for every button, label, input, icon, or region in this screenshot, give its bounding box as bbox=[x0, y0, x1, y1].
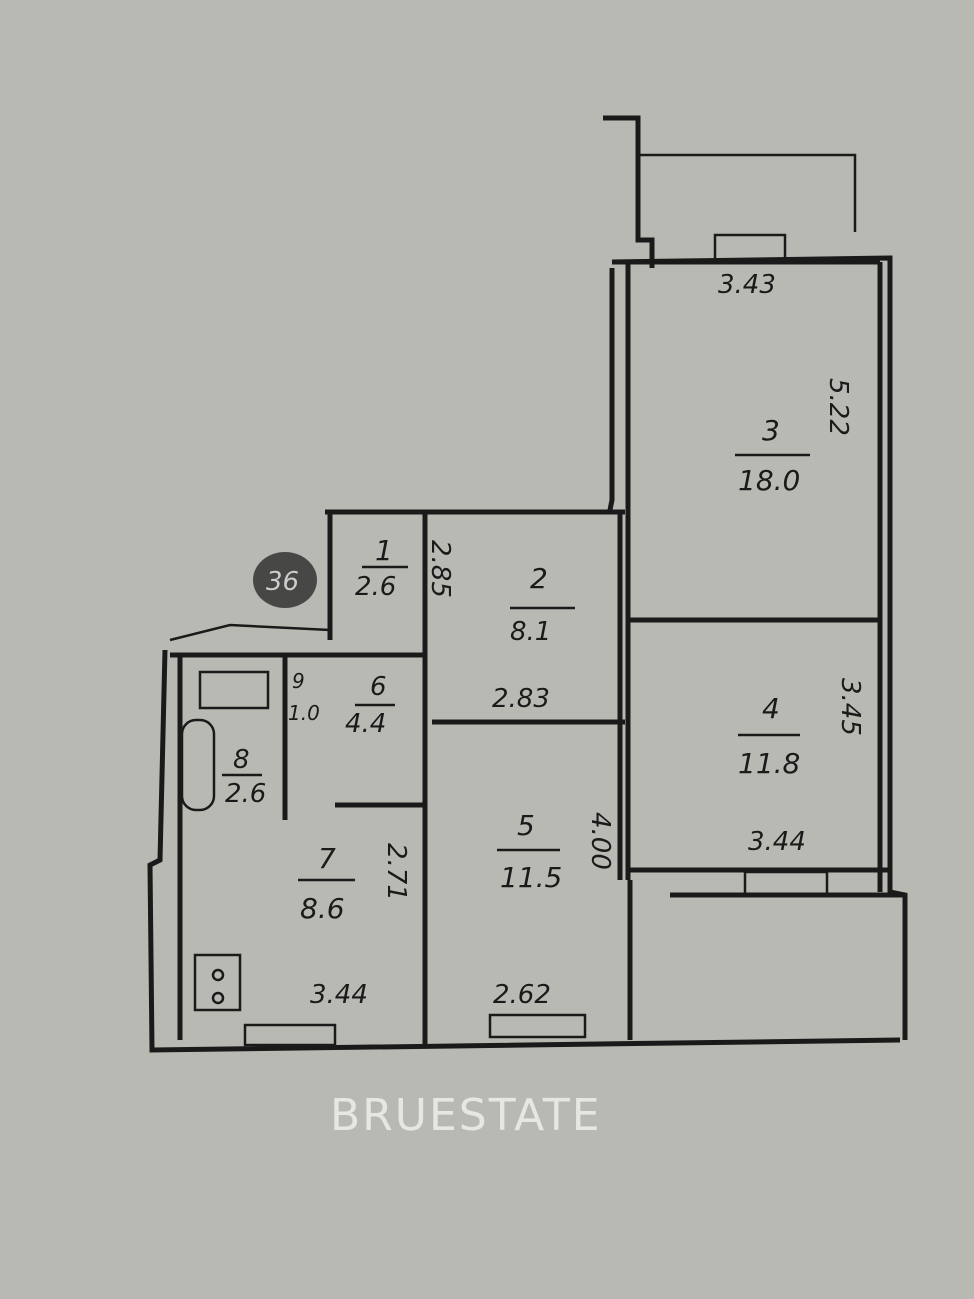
room-7: 7 8.6 3.44 2.71 bbox=[298, 842, 411, 1010]
room-number: 8 bbox=[233, 745, 250, 775]
room-6: 6 4.4 bbox=[345, 672, 395, 739]
room-length: 4.00 bbox=[585, 812, 615, 870]
room-area: 11.5 bbox=[500, 861, 562, 894]
room-area: 18.0 bbox=[738, 464, 800, 497]
bathtub bbox=[180, 718, 216, 812]
room-length: 2.71 bbox=[381, 843, 411, 901]
room-number: 4 bbox=[762, 692, 780, 725]
stamp-number: 36 bbox=[266, 567, 299, 597]
stove bbox=[193, 953, 242, 1012]
room-number: 3 bbox=[762, 414, 780, 447]
room-width: 3.44 bbox=[310, 980, 368, 1010]
room-number: 6 bbox=[370, 672, 387, 702]
room-area: 2.6 bbox=[355, 572, 396, 602]
sink bbox=[198, 670, 270, 710]
room-area: 1.0 bbox=[288, 701, 320, 725]
stamp: 36 bbox=[253, 552, 317, 608]
watermark: BRUESTATE bbox=[330, 1090, 602, 1141]
room-8: 8 2.6 bbox=[222, 745, 266, 809]
room-4: 4 11.8 3.44 3.45 bbox=[738, 678, 865, 857]
room-area: 8.1 bbox=[510, 617, 551, 647]
room-area: 8.6 bbox=[300, 892, 345, 925]
room-area: 4.4 bbox=[345, 709, 386, 739]
room-number: 2 bbox=[530, 562, 548, 595]
room-length: 2.85 bbox=[425, 540, 455, 598]
room-number: 5 bbox=[517, 809, 535, 842]
room-1: 1 2.6 bbox=[355, 534, 408, 602]
room-number: 9 bbox=[292, 669, 305, 693]
room-number: 1 bbox=[375, 534, 393, 567]
room-9: 9 1.0 bbox=[288, 669, 320, 725]
room-number: 7 bbox=[318, 842, 336, 875]
room-area: 11.8 bbox=[738, 747, 800, 780]
room-width: 2.83 bbox=[492, 684, 550, 714]
room-length: 3.45 bbox=[835, 678, 865, 736]
room-2: 2 8.1 2.83 2.85 bbox=[425, 540, 575, 714]
room-5: 5 11.5 2.62 4.00 bbox=[493, 809, 615, 1010]
room-width: 3.44 bbox=[748, 827, 806, 857]
room-3: 3 18.0 3.43 5.22 bbox=[718, 270, 853, 497]
room-length: 5.22 bbox=[823, 378, 853, 436]
room-width: 2.62 bbox=[493, 980, 551, 1010]
room-area: 2.6 bbox=[225, 779, 266, 809]
room-width: 3.43 bbox=[718, 270, 776, 300]
walls bbox=[147, 115, 908, 1053]
